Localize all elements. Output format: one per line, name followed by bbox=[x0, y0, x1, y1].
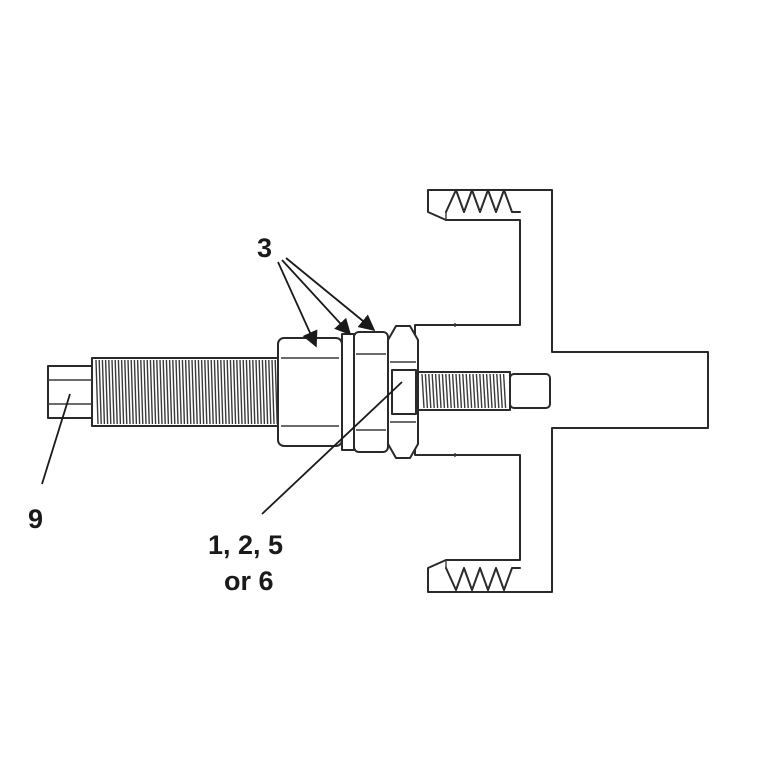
leader-lines bbox=[41, 257, 403, 515]
callout-9: 9 bbox=[28, 504, 43, 534]
callout-1-2-5-line2: or 6 bbox=[224, 566, 274, 596]
leader-3-nut bbox=[277, 261, 318, 348]
leader-1-2-5-6 bbox=[261, 381, 403, 515]
callout-1-2-5-line1: 1, 2, 5 bbox=[208, 530, 283, 560]
leader-3-jamnut bbox=[285, 257, 376, 332]
pulley-teeth-bottom bbox=[445, 567, 521, 591]
leader-9 bbox=[41, 393, 71, 485]
pulley-body bbox=[414, 189, 709, 593]
lock-nut bbox=[277, 337, 343, 447]
shaft-square-end bbox=[47, 365, 93, 419]
leader-3-washer bbox=[281, 259, 352, 336]
jam-nut bbox=[353, 331, 389, 453]
pulley-teeth-top bbox=[445, 189, 521, 213]
threaded-stud bbox=[417, 371, 551, 411]
callout-3: 3 bbox=[257, 233, 272, 263]
